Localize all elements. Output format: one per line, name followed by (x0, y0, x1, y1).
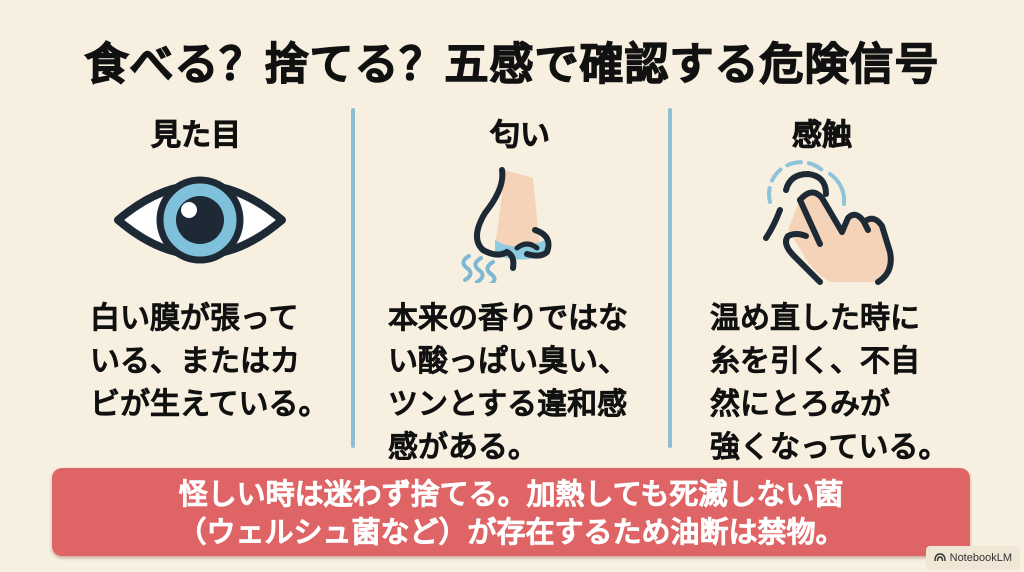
warning-line-1: 怪しい時は迷わず捨てる。加熱しても死滅しない菌 (178, 477, 844, 512)
sight-description: 白い膜が張っている、またはカビが生えている。 (90, 301, 329, 422)
warning-banner: 怪しい時は迷わず捨てる。加熱しても死滅しない菌 （ウェルシュ菌など）が存在するた… (52, 468, 970, 556)
eye-icon (112, 170, 288, 274)
nose-icon (455, 158, 575, 287)
notebooklm-logo-icon (933, 552, 946, 565)
column-heading-touch: 感触 (792, 118, 853, 154)
touch-hand-icon (760, 160, 900, 289)
column-divider-2 (668, 108, 672, 448)
smell-description: 本来の香りではない酸っぱい臭い、ツンとする違和感感がある。 (388, 301, 628, 465)
warning-line-2: （ウェルシュ菌など）が存在するため油断は禁物。 (177, 515, 845, 550)
badge-label: NotebookLM (949, 552, 1012, 564)
column-divider-1 (351, 108, 355, 448)
touch-description: 温め直した時に糸を引く、不自然にとろみが強くなっている。 (710, 301, 949, 465)
notebooklm-badge: NotebookLM (925, 546, 1020, 570)
column-heading-smell: 匂い (490, 118, 551, 154)
column-heading-sight: 見た目 (151, 118, 242, 154)
page-title: 食べる？捨てる？五感で確認する危険信号 (84, 38, 940, 90)
